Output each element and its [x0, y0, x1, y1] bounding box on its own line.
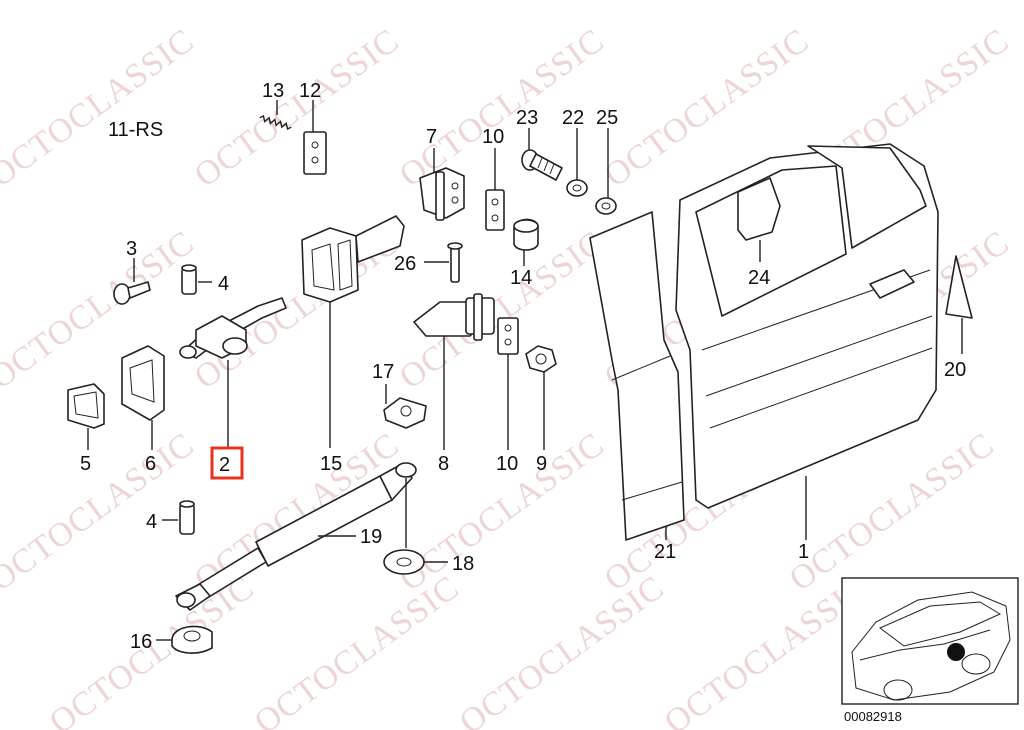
watermark: OCTOCLASSIC: [188, 22, 406, 195]
image-code: 00082918: [844, 709, 902, 724]
part-2-door-check-arm[interactable]: [179, 297, 287, 359]
callout-18: 18: [452, 553, 474, 575]
callout-labels: 13 12 7 10 23 22 25 3 4 26 14 24 20 17 5…: [80, 80, 966, 653]
callout-21: 21: [654, 541, 676, 563]
callout-1: 1: [798, 541, 809, 563]
callout-7: 7: [426, 126, 437, 148]
part-10-plate-lower[interactable]: [497, 317, 519, 355]
part-26-bolt[interactable]: [447, 242, 463, 283]
part-4-pin-upper[interactable]: [181, 264, 197, 295]
part-14-bush[interactable]: [513, 218, 539, 251]
callout-5: 5: [80, 453, 91, 475]
part-9-nut[interactable]: [525, 345, 557, 373]
part-8-hinge-lower[interactable]: [413, 293, 495, 341]
vehicle-locator-inset: [841, 577, 1019, 705]
part-16-clip[interactable]: [171, 625, 213, 654]
callout-13: 13: [262, 80, 284, 102]
callout-25: 25: [596, 107, 618, 129]
callout-8: 8: [438, 453, 449, 475]
highlight-box: [210, 446, 244, 480]
location-marker: [947, 643, 965, 661]
watermark: OCTOCLASSIC: [393, 426, 611, 599]
callout-14: 14: [510, 267, 532, 289]
part-7-hinge-upper[interactable]: [419, 167, 465, 221]
watermark: OCTOCLASSIC: [0, 426, 201, 599]
part-22-washer[interactable]: [566, 179, 588, 197]
part-21-door-seal[interactable]: [589, 211, 685, 541]
part-25-washer[interactable]: [595, 197, 617, 215]
part-4-pin-lower[interactable]: [179, 500, 195, 535]
watermark: OCTOCLASSIC: [0, 224, 201, 397]
callout-15: 15: [320, 453, 342, 475]
callout-4: 4: [218, 273, 229, 295]
watermark: OCTOCLASSIC: [393, 224, 611, 397]
callout-4-lower: 4: [146, 511, 157, 533]
part-19-gas-strut[interactable]: [175, 462, 417, 611]
callout-6: 6: [145, 453, 156, 475]
part-17-clip-nut[interactable]: [383, 397, 427, 429]
callout-2: 2: [219, 454, 230, 476]
part-5-buffer[interactable]: [67, 383, 105, 429]
callout-10: 10: [482, 126, 504, 148]
part-23-bolt[interactable]: [521, 149, 563, 181]
callout-26: 26: [394, 253, 416, 275]
callout-19: 19: [360, 526, 382, 548]
part-13-spring[interactable]: [259, 114, 292, 131]
watermark: OCTOCLASSIC: [453, 569, 671, 730]
part-6-housing[interactable]: [121, 345, 165, 421]
callout-24: 24: [748, 267, 770, 289]
callout-23: 23: [516, 107, 538, 129]
callout-9: 9: [536, 453, 547, 475]
part-12-plate[interactable]: [303, 131, 327, 175]
section-label: 11-RS: [108, 119, 163, 141]
part-10-plate-upper[interactable]: [485, 189, 505, 231]
callout-20: 20: [944, 359, 966, 381]
callout-12: 12: [299, 80, 321, 102]
callout-22: 22: [562, 107, 584, 129]
callout-3: 3: [126, 238, 137, 260]
part-3-screw[interactable]: [113, 281, 151, 305]
callout-16: 16: [130, 631, 152, 653]
part-1-rear-door[interactable]: [675, 143, 939, 509]
watermark: OCTOCLASSIC: [248, 569, 466, 730]
part-15-door-lock[interactable]: [301, 215, 405, 303]
callout-10-lower: 10: [496, 453, 518, 475]
part-18-washer[interactable]: [383, 549, 425, 575]
callout-2-highlighted[interactable]: 2: [210, 446, 244, 480]
part-20-trim[interactable]: [945, 255, 973, 319]
callout-17: 17: [372, 361, 394, 383]
watermark: OCTOCLASSIC: [0, 22, 201, 195]
